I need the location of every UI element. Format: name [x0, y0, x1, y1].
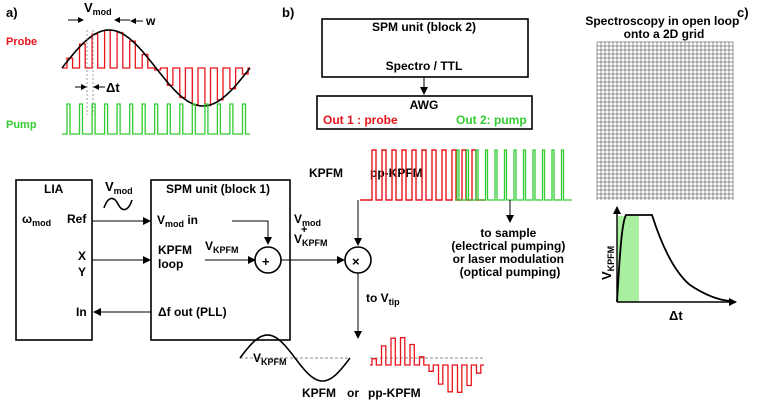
- spm-block-2: [321, 18, 529, 78]
- vmod-label-top: Vmod: [84, 0, 112, 17]
- lia-ref-label: Ref: [67, 212, 87, 226]
- to-vtip-label: to Vtip: [366, 291, 400, 307]
- pump-pulse-train: [62, 103, 250, 135]
- kpfm-output-sine: [239, 334, 351, 382]
- pump-window-fill: [617, 216, 639, 302]
- c-ylabel: VKPFM: [599, 246, 616, 280]
- spm1-title: SPM unit (block 1): [166, 182, 270, 196]
- sum-symbol: +: [262, 254, 270, 269]
- spm2-sub: Spectro / TTL: [386, 59, 463, 73]
- probe-label: Probe: [6, 36, 37, 48]
- small-sine-icon: [103, 197, 133, 211]
- pp-kpfm-pulse-train: [360, 149, 486, 201]
- lia-title: LIA: [44, 182, 64, 196]
- lia-x-label: X: [78, 249, 86, 263]
- bottom-kpfm-label: KPFM: [302, 386, 336, 400]
- bottom-vkpfm-label: VKPFM: [253, 351, 287, 367]
- spm1-vmod-in: Vmod in: [157, 213, 198, 229]
- pump-pulse-path: [62, 103, 250, 135]
- lia-omega-label: ωmod: [22, 212, 51, 228]
- vmod-ref-label: Vmod: [105, 179, 133, 196]
- pump-label: Pump: [6, 119, 37, 131]
- bottom-or-label: or: [347, 386, 359, 400]
- vkpfm-decay-curve: [616, 214, 731, 303]
- panel-b-label: b): [282, 5, 294, 20]
- panel-a-label: a): [6, 5, 18, 20]
- awg-out1: Out 1 : probe: [323, 113, 398, 127]
- panel-c-title: Spectroscopy in open loop onto a 2D grid: [585, 14, 742, 41]
- awg-title: AWG: [410, 98, 439, 112]
- pp-bottom-path: [370, 337, 484, 393]
- bottom-ppkpfm-label: pp-KPFM: [368, 386, 421, 400]
- awg-out2: Out 2: pump: [456, 113, 527, 127]
- lia-y-label: Y: [78, 265, 86, 279]
- kpfm-label-b: KPFM: [309, 166, 343, 180]
- sum-output-label: Vmod + VKPFM: [294, 212, 328, 248]
- spm1-vkpfm-label: VKPFM: [205, 239, 239, 255]
- awg-block: [316, 95, 533, 130]
- multiply-symbol: ×: [352, 254, 360, 269]
- dt-label: Δt: [106, 80, 120, 95]
- spm2-title: SPM unit (block 2): [372, 20, 476, 34]
- spectroscopy-grid: [596, 41, 734, 200]
- lia-in-label: In: [76, 305, 87, 319]
- pp-kpfm-output-pulses: [370, 337, 484, 393]
- vmod-to-sum-arrow: [232, 220, 272, 245]
- c-xlabel: Δt: [669, 308, 683, 323]
- spm1-loop-label: loop: [158, 257, 183, 271]
- spm1-df-out: Δf out (PLL): [158, 305, 227, 319]
- w-label: w: [145, 14, 156, 28]
- to-sample-text: to sample (electrical pumping) or laser …: [451, 226, 568, 279]
- pp-pulse-path: [360, 149, 486, 201]
- panel-c-label: c): [737, 5, 749, 20]
- spm1-kpfm-label: KPFM: [158, 243, 192, 257]
